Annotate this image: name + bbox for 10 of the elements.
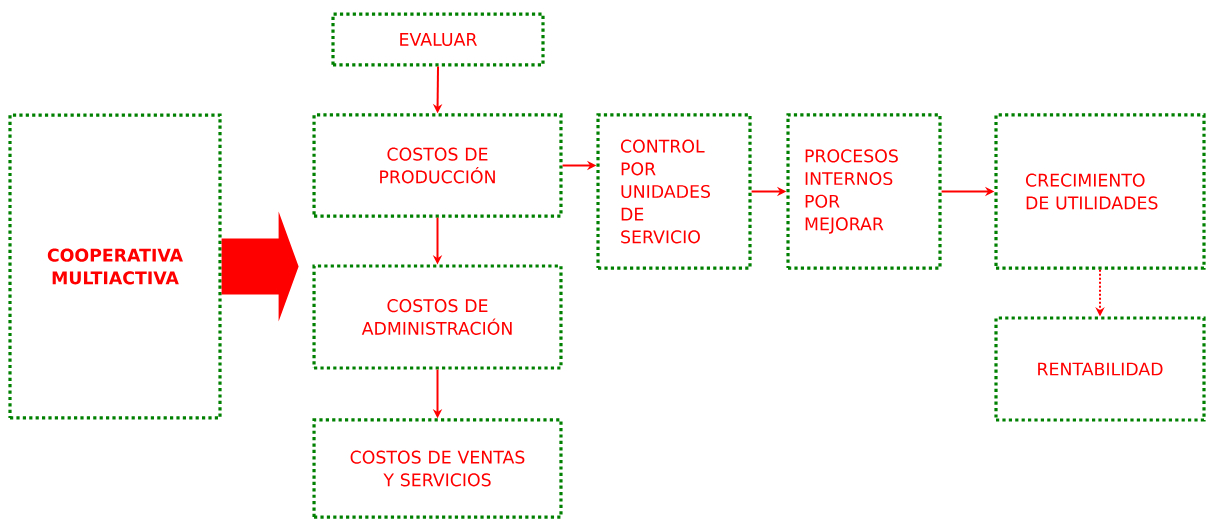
- process-box: CONTROL POR UNIDADES DE SERVICIO: [596, 113, 752, 270]
- process-box: EVALUAR: [331, 12, 545, 67]
- process-box: COSTOS DE VENTAS Y SERVICIOS: [312, 418, 563, 519]
- process-box: COSTOS DE ADMINISTRACIÓN: [312, 264, 563, 370]
- process-box: CRECIMIENTO DE UTILIDADES: [994, 113, 1206, 270]
- block-arrow: [221, 211, 299, 322]
- process-box: COOPERATIVA MULTIACTIVA: [8, 113, 222, 420]
- process-box: PROCESOS INTERNOS POR MEJORAR: [786, 113, 942, 270]
- process-box: RENTABILIDAD: [994, 316, 1206, 422]
- process-box: COSTOS DE PRODUCCIÓN: [312, 113, 563, 218]
